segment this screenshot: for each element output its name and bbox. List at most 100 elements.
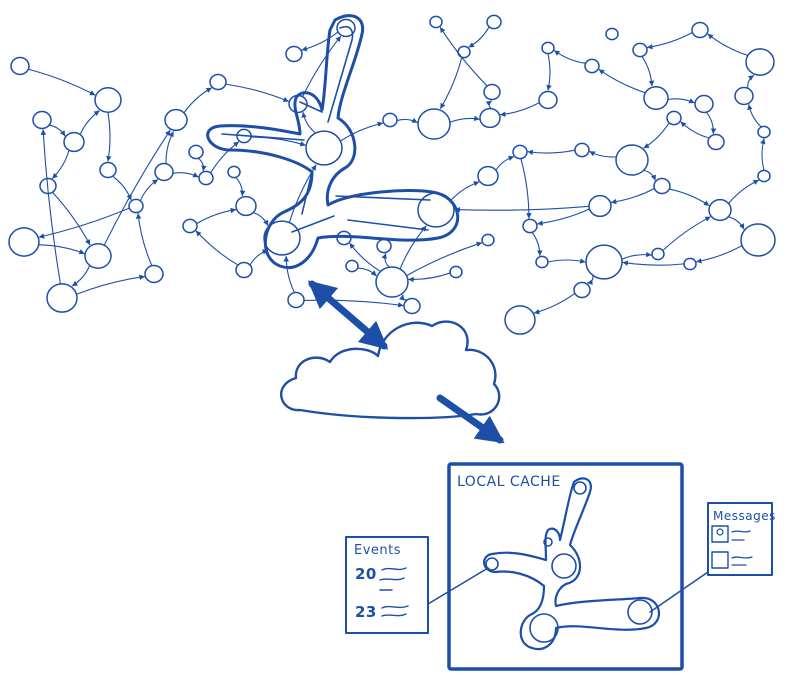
graph-node [33, 112, 51, 129]
graph-edge [681, 122, 709, 138]
graph-node [450, 266, 462, 277]
graph-node [9, 228, 39, 256]
graph-edge [72, 266, 89, 286]
graph-edge [28, 69, 95, 95]
graph-node [404, 298, 420, 313]
graph-node [199, 171, 213, 184]
graph-edge [303, 113, 315, 133]
graph-edge [697, 246, 742, 262]
graph-edge [358, 268, 377, 275]
graph-edge [49, 125, 65, 136]
graph-edge [622, 255, 651, 260]
graph-node [376, 267, 408, 297]
graph-edge [451, 182, 479, 200]
graph-edge [113, 176, 131, 199]
sync-arrow [312, 284, 384, 346]
graph-edge [496, 157, 514, 170]
graph-edge [644, 170, 655, 180]
events-title: Events [354, 543, 401, 558]
graph-node [606, 28, 618, 39]
graph-edge [409, 273, 450, 280]
graph-node [735, 88, 753, 105]
graph-node [458, 46, 470, 57]
graph-node [228, 166, 240, 177]
graph-edge [762, 139, 764, 170]
graph-node [574, 282, 590, 297]
graph-edge [43, 130, 60, 283]
graph-node [586, 245, 622, 279]
graph-edge [668, 99, 694, 103]
graph-node [418, 109, 450, 139]
graph-edge [304, 300, 403, 305]
graph-node [165, 110, 187, 131]
graph-edge [469, 27, 489, 47]
graph-node [542, 42, 554, 53]
graph-edge [729, 217, 744, 229]
graph-node [286, 46, 302, 61]
graph-node [644, 87, 668, 110]
graph-edge [303, 36, 341, 96]
download-arrow [440, 398, 500, 440]
event-item: 20 [355, 565, 377, 583]
graph-node [513, 145, 527, 158]
graph-edge [53, 193, 90, 245]
graph-edge [648, 33, 693, 48]
graph-node [484, 84, 500, 99]
graph-edge [226, 84, 289, 101]
graph-node [575, 143, 589, 156]
graph-edges [28, 27, 764, 313]
graph-node [758, 170, 770, 181]
graph-edge [554, 51, 585, 64]
graph-node [95, 88, 121, 112]
graph-node [236, 197, 256, 216]
graph-edge [140, 180, 157, 201]
graph-node [667, 111, 681, 124]
graph-edge [250, 250, 267, 265]
graph-edge [663, 217, 710, 251]
graph-node [523, 219, 537, 232]
event-item: 23 [355, 603, 377, 621]
graph-node [708, 134, 724, 149]
graph-edge [138, 214, 152, 266]
graph-edge [538, 209, 590, 224]
graph-edge [403, 295, 407, 300]
graph-node [383, 113, 397, 126]
cloud-icon [281, 322, 499, 419]
graph-edge [548, 54, 550, 90]
graph-edge [644, 123, 669, 148]
graph-edge [489, 101, 491, 108]
graph-node [145, 266, 163, 283]
graph-node [430, 16, 442, 27]
graph-edge [548, 260, 585, 262]
graph-edge [166, 132, 173, 164]
graph-node [633, 43, 647, 56]
graph-node [210, 74, 226, 89]
local-cache-title: LOCAL CACHE [457, 474, 561, 490]
graph-node [155, 164, 173, 181]
graph-node [11, 58, 29, 75]
graph-node [487, 15, 501, 28]
graph-node [480, 109, 500, 128]
graph-node [64, 133, 84, 152]
graph-edge [236, 178, 242, 196]
graph-node [616, 145, 648, 175]
graph-edge [623, 262, 684, 265]
graph-edge [385, 254, 389, 267]
highlighted-subgraph [208, 16, 458, 268]
graph-node [189, 145, 203, 158]
graph-edge [749, 105, 761, 127]
graph-edge [196, 231, 238, 265]
graph-edge [748, 76, 754, 88]
graph-edge [441, 58, 462, 109]
graph-node [758, 126, 770, 137]
graph-node [306, 131, 342, 165]
graph-node [100, 162, 116, 177]
graph-edge [197, 210, 236, 224]
graph-node [288, 292, 304, 307]
graph-edge [450, 118, 479, 122]
graph-edge [286, 257, 294, 293]
graph-edge [532, 233, 540, 256]
graph-node [482, 234, 494, 245]
graph-node [129, 199, 143, 212]
